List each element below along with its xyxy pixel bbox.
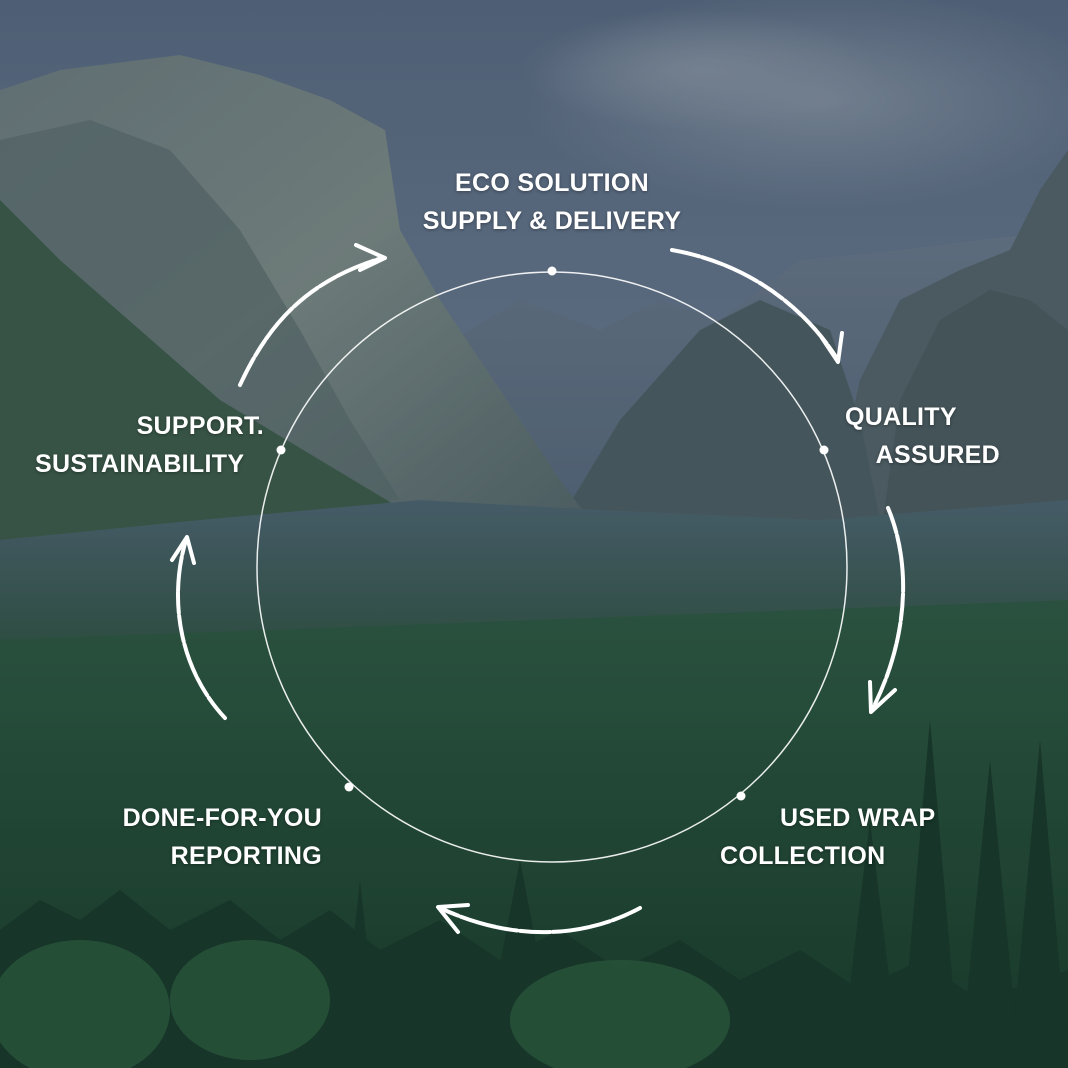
step-label-line: DONE-FOR-YOU [122, 804, 322, 832]
node-dot-collection [736, 791, 746, 801]
step-label-line: SUSTAINABILITY [35, 450, 245, 478]
node-dot-support [276, 445, 286, 455]
node-dot-eco [547, 266, 557, 276]
step-label-line: USED WRAP [780, 804, 936, 832]
cloud [520, 10, 880, 130]
step-label-line: ASSURED [875, 441, 1000, 469]
arrow-reporting-to-support [170, 535, 227, 720]
step-label-collection: USED WRAP COLLECTION [720, 799, 940, 875]
step-label-support: SUPPORT. SUSTAINABILITY [20, 407, 264, 483]
foreground-trees-light [0, 940, 730, 1068]
step-label-quality: QUALITY ASSURED [820, 398, 1000, 474]
cycle-circle [256, 271, 848, 863]
step-label-line: SUPPORT. [136, 412, 264, 440]
middle-ridge [560, 300, 880, 520]
arrow-eco-to-quality [670, 248, 844, 364]
step-label-line: COLLECTION [720, 842, 886, 870]
arrow-quality-to-collection [868, 506, 906, 714]
node-dot-quality [819, 445, 829, 455]
arrow-support-to-eco [238, 243, 387, 387]
step-label-line: REPORTING [170, 842, 322, 870]
step-label-eco: ECO SOLUTION SUPPLY & DELIVERY [412, 164, 692, 240]
step-label-line: SUPPLY & DELIVERY [422, 207, 682, 235]
node-dot-reporting [344, 782, 354, 792]
step-label-reporting: DONE-FOR-YOU REPORTING [90, 799, 322, 875]
step-label-line: QUALITY [845, 403, 957, 431]
right-cliff-face [880, 290, 1068, 540]
step-label-line: ECO SOLUTION [455, 169, 649, 197]
arrow-collection-to-reporting [436, 903, 642, 935]
